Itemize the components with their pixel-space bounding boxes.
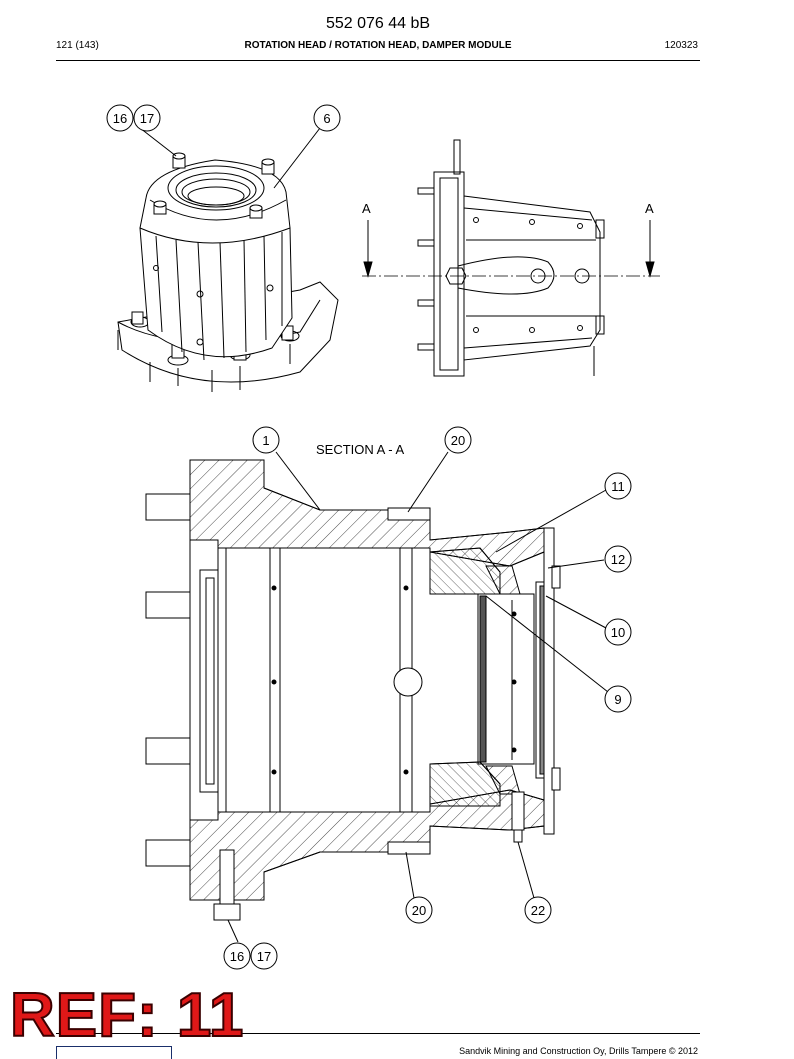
balloon-1: 1 bbox=[262, 433, 269, 448]
section-marker-left: A bbox=[362, 201, 371, 216]
balloon-16-bottom: 16 bbox=[230, 949, 244, 964]
section-view bbox=[145, 451, 609, 943]
balloon-11: 11 bbox=[611, 479, 625, 494]
header-rule bbox=[56, 60, 700, 61]
balloon-9: 9 bbox=[614, 692, 621, 707]
ref-stamp: REF: 11 bbox=[9, 981, 245, 1050]
balloon-17-top: 17 bbox=[140, 111, 154, 126]
balloon-6: 6 bbox=[323, 111, 330, 126]
balloon-20-bottom: 20 bbox=[412, 903, 426, 918]
balloon-16-top: 16 bbox=[113, 111, 127, 126]
footer-rule bbox=[56, 1033, 700, 1034]
document-number: 552 076 44 bB bbox=[325, 15, 431, 32]
balloon-12: 12 bbox=[611, 552, 625, 567]
balloon-20-top: 20 bbox=[451, 433, 465, 448]
balloon-22: 22 bbox=[531, 903, 545, 918]
page-number: 121 (143) bbox=[56, 40, 99, 51]
section-title: SECTION A - A bbox=[316, 442, 404, 457]
footer-copyright: Sandvik Mining and Construction Oy, Dril… bbox=[459, 1046, 698, 1056]
balloon-10: 10 bbox=[611, 625, 625, 640]
page-title: ROTATION HEAD / ROTATION HEAD, DAMPER MO… bbox=[244, 40, 512, 51]
date-code: 120323 bbox=[664, 40, 698, 51]
section-marker-right: A bbox=[645, 201, 654, 216]
isometric-view bbox=[117, 127, 339, 392]
side-view bbox=[362, 139, 660, 377]
balloon-17-bottom: 17 bbox=[257, 949, 271, 964]
